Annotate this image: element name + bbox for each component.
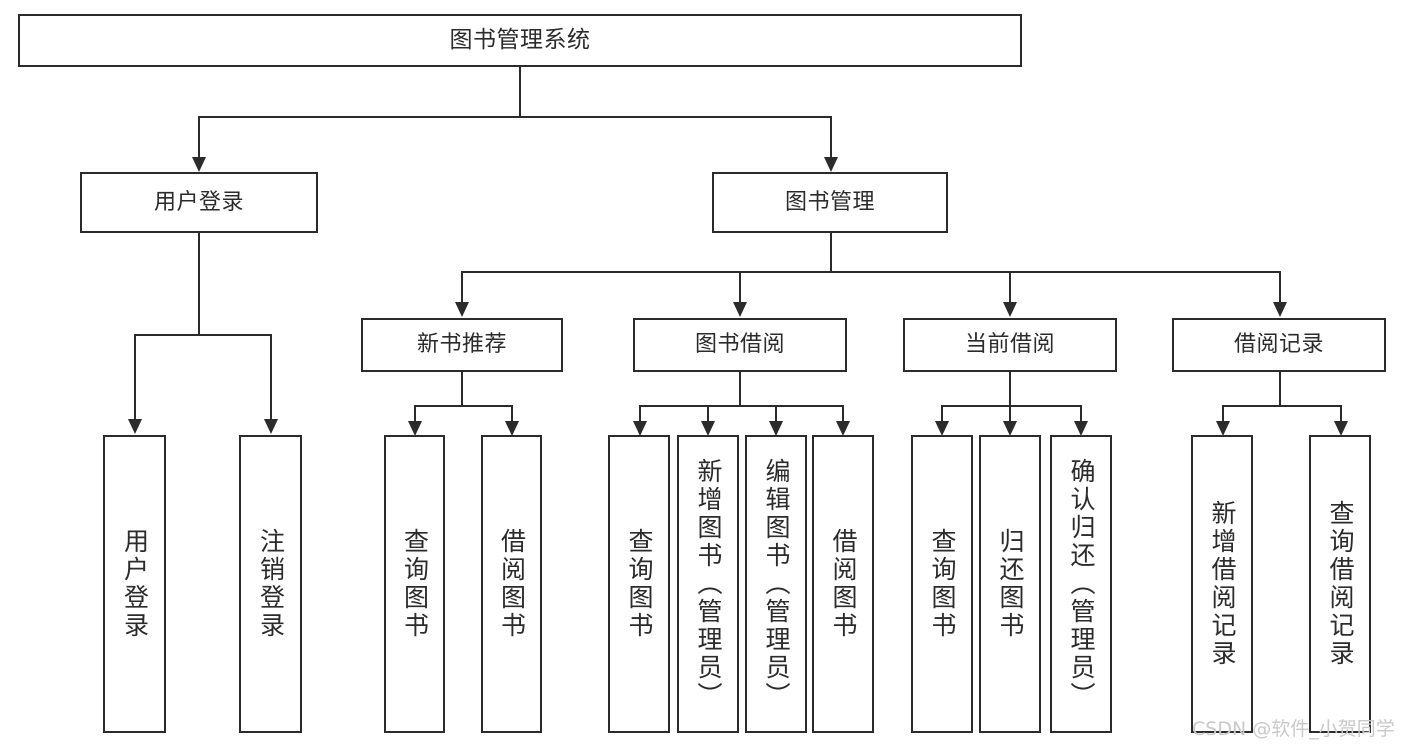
arrowhead-borrow-leaf-1 [633, 421, 647, 436]
node-new-book-recommend[interactable]: 新书推荐 [361, 318, 563, 372]
node-label: 图书管理系统 [449, 27, 591, 54]
connector-level2-drop-user [198, 116, 200, 158]
node-user-login[interactable]: 用户登录 [80, 172, 318, 233]
connector-book-drop-4 [1279, 271, 1281, 303]
node-borrow-record[interactable]: 借阅记录 [1172, 318, 1386, 372]
connector-current-drop-2 [1009, 405, 1011, 422]
connector-book-drop-3 [1009, 271, 1011, 303]
connector-book-drop-1 [461, 271, 463, 303]
leaf-current-query-book[interactable]: 查询图书 [911, 435, 973, 733]
arrowhead-record-leaf-2 [1334, 421, 1348, 436]
connector-current-drop-3 [1080, 405, 1082, 422]
arrowhead-level3-2 [733, 302, 747, 317]
connector-record-bus [1222, 405, 1342, 407]
arrowhead-borrow-leaf-2 [701, 421, 715, 436]
arrowhead-current-leaf-1 [935, 421, 949, 436]
leaf-label: 查询图书 [625, 528, 654, 640]
arrowhead-level2-user [192, 157, 206, 172]
arrowhead-level2-book [824, 157, 838, 172]
arrowhead-borrow-leaf-3 [769, 421, 783, 436]
connector-book-drop-2 [739, 271, 741, 303]
leaf-record-add-record[interactable]: 新增借阅记录 [1191, 435, 1253, 733]
connector-recommend-stem [461, 372, 463, 406]
leaf-current-return-book[interactable]: 归还图书 [979, 435, 1041, 733]
connector-borrow-drop-4 [842, 405, 844, 422]
leaf-borrow-edit-book-admin[interactable]: 编辑图书（管理员） [745, 435, 807, 733]
node-label: 新书推荐 [416, 332, 507, 358]
arrowhead-level3-1 [455, 302, 469, 317]
connector-borrow-drop-2 [707, 405, 709, 422]
connector-current-bus [941, 405, 1082, 407]
arrowhead-user-leaf-1 [128, 419, 142, 434]
connector-borrow-drop-1 [639, 405, 641, 422]
node-label: 借阅记录 [1233, 332, 1324, 358]
leaf-recommend-borrow-book[interactable]: 借阅图书 [481, 435, 542, 733]
connector-current-drop-1 [941, 405, 943, 422]
connector-record-drop-1 [1222, 405, 1224, 422]
node-label: 当前借阅 [964, 332, 1055, 358]
leaf-label: 确认归还（管理员） [1067, 458, 1096, 710]
connector-user-stem [198, 233, 200, 335]
arrowhead-borrow-leaf-4 [836, 421, 850, 436]
arrowhead-user-leaf-2 [264, 419, 278, 434]
leaf-label: 新增图书（管理员） [694, 458, 723, 710]
leaf-borrow-query-book[interactable]: 查询图书 [608, 435, 670, 733]
connector-level2-drop-book [830, 116, 832, 158]
node-current-borrow[interactable]: 当前借阅 [903, 318, 1117, 372]
connector-recommend-drop-1 [414, 405, 416, 422]
connector-level2-bus [198, 116, 832, 118]
leaf-label: 借阅图书 [497, 528, 527, 640]
node-root-library-system[interactable]: 图书管理系统 [18, 14, 1022, 67]
leaf-record-query-record[interactable]: 查询借阅记录 [1309, 435, 1371, 733]
connector-user-drop-2 [270, 334, 272, 420]
leaf-label: 新增借阅记录 [1208, 500, 1237, 668]
connector-root-stem [519, 67, 521, 117]
leaf-user-logout[interactable]: 注销登录 [239, 435, 302, 733]
node-book-borrow[interactable]: 图书借阅 [633, 318, 847, 372]
leaf-recommend-query-book[interactable]: 查询图书 [384, 435, 445, 733]
leaf-borrow-add-book-admin[interactable]: 新增图书（管理员） [677, 435, 739, 733]
connector-borrow-bus [639, 405, 844, 407]
arrowhead-level3-3 [1003, 302, 1017, 317]
arrowhead-record-leaf-1 [1216, 421, 1230, 436]
leaf-label: 编辑图书（管理员） [762, 458, 791, 710]
arrowhead-recommend-leaf-1 [408, 421, 422, 436]
connector-book-bus [461, 271, 1281, 273]
leaf-label: 查询图书 [400, 528, 430, 640]
node-label: 用户登录 [153, 189, 244, 215]
connector-book-stem [830, 233, 832, 272]
node-book-management[interactable]: 图书管理 [712, 172, 948, 233]
connector-recommend-bus [414, 405, 513, 407]
connector-record-stem [1279, 372, 1281, 406]
arrowhead-level3-4 [1273, 302, 1287, 317]
connector-borrow-drop-3 [775, 405, 777, 422]
leaf-label: 借阅图书 [829, 528, 858, 640]
node-label: 图书借阅 [694, 332, 785, 358]
connector-record-drop-2 [1340, 405, 1342, 422]
leaf-label: 查询图书 [928, 528, 957, 640]
leaf-user-login[interactable]: 用户登录 [103, 435, 166, 733]
arrowhead-current-leaf-3 [1074, 421, 1088, 436]
arrowhead-current-leaf-2 [1003, 421, 1017, 436]
leaf-borrow-borrow-book[interactable]: 借阅图书 [812, 435, 874, 733]
connector-user-bus [134, 334, 272, 336]
leaf-label: 用户登录 [120, 528, 150, 640]
leaf-label: 查询借阅记录 [1326, 500, 1355, 668]
leaf-label: 注销登录 [256, 528, 286, 640]
leaf-label: 归还图书 [996, 528, 1025, 640]
connector-recommend-drop-2 [511, 405, 513, 422]
connector-current-stem [1009, 372, 1011, 406]
arrowhead-recommend-leaf-2 [505, 421, 519, 436]
node-label: 图书管理 [784, 189, 875, 215]
connector-user-drop-1 [134, 334, 136, 420]
connector-borrow-stem [739, 372, 741, 406]
leaf-current-confirm-return-admin[interactable]: 确认归还（管理员） [1050, 435, 1112, 733]
